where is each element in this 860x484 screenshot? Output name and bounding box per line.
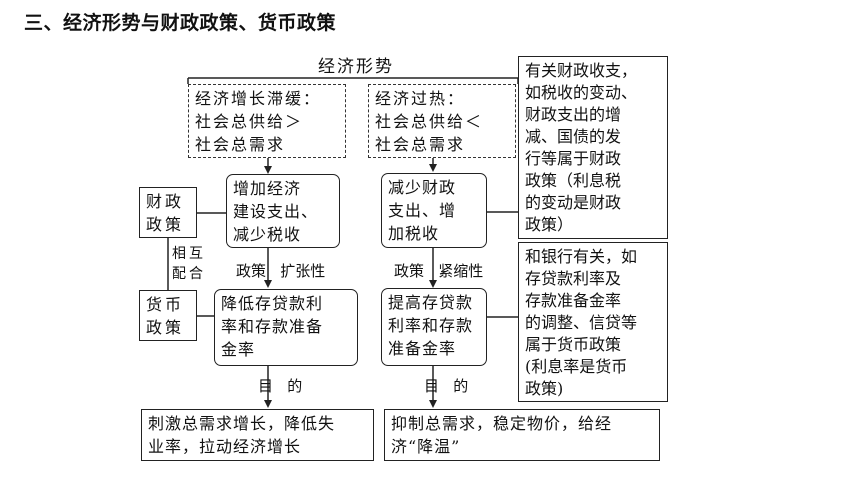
right-goal-line-2: 济“降温”: [391, 437, 461, 456]
monetary-note-line-6: (利息率是货币: [525, 357, 628, 376]
right-monetary-action-line-2: 利率和存款: [388, 316, 474, 335]
right-situation-line-1: 经济过热：: [375, 89, 466, 108]
monetary-note-line-5: 属于货币政策: [525, 335, 622, 354]
monetary-policy-label-box: 货币 政策: [139, 290, 197, 341]
right-policy-type: 政策 紧缩性: [394, 262, 484, 280]
right-fiscal-action-line-2: 支出、增: [388, 201, 457, 220]
cooperate-line-1: 相互: [172, 246, 206, 262]
monetary-note-line-1: 和银行有关，如: [525, 247, 638, 266]
left-situation-line-2: 社会总供给＞: [195, 112, 304, 131]
left-goal-box: 刺激总需求增长，降低失 业率，拉动经济增长: [141, 409, 374, 461]
right-fiscal-action-box: 减少财政 支出、增 加税收: [381, 173, 487, 248]
diagram-heading: 经济形势: [318, 57, 394, 77]
left-goal-line-1: 刺激总需求增长，降低失: [148, 414, 336, 433]
left-arrow-2-head: [264, 280, 272, 288]
monetary-label-line-1: 货币: [146, 295, 185, 314]
cooperate-line-2: 配合: [172, 266, 206, 282]
left-arrow-3-head: [264, 400, 272, 408]
fiscal-label-line-1: 财政: [146, 192, 185, 211]
left-fiscal-action-line-3: 减少税收: [233, 225, 302, 244]
monetary-policy-note: 和银行有关，如 存贷款利率及 存款准备金率 的调整、信贷等 属于货币政策 (利息…: [518, 242, 668, 402]
right-monetary-action-line-3: 准备金率: [388, 339, 457, 358]
fiscal-note-line-4: 减、国债的发: [525, 127, 622, 146]
right-goal-box: 抑制总需求，稳定物价，给经 济“降温”: [384, 409, 660, 461]
left-policy-type: 政策 扩张性: [236, 262, 326, 280]
left-monetary-action-box: 降低存贷款利 率和存款准备 金率: [214, 289, 358, 366]
right-situation-line-3: 社会总需求: [375, 135, 466, 154]
left-goal-line-2: 业率，拉动经济增长: [148, 437, 302, 456]
left-situation-line-3: 社会总需求: [195, 135, 286, 154]
monetary-note-line-3: 存款准备金率: [525, 291, 622, 310]
fiscal-note-line-8: 政策）: [525, 215, 574, 234]
left-fiscal-action-line-1: 增加经济: [233, 179, 302, 198]
right-monetary-action-line-1: 提高存贷款: [388, 293, 474, 312]
fiscal-note-line-7: 的变动是财政: [525, 193, 622, 212]
fiscal-label-line-2: 政策: [146, 215, 185, 234]
right-arrow-3-head: [429, 400, 437, 408]
right-situation-box: 经济过热： 社会总供给＜ 社会总需求: [368, 84, 516, 158]
left-situation-line-1: 经济增长滞缓：: [195, 89, 322, 108]
left-monetary-action-line-1: 降低存贷款利: [221, 294, 324, 313]
fiscal-note-line-5: 行等属于财政: [525, 149, 622, 168]
right-purpose-label: 目 的: [424, 377, 469, 395]
fiscal-policy-note: 有关财政收支， 如税收的变动、 财政支出的增 减、国债的发 行等属于财政 政策（…: [518, 56, 668, 239]
fiscal-note-line-6: 政策（利息税: [525, 171, 622, 190]
monetary-note-line-4: 的调整、信贷等: [525, 313, 638, 332]
left-monetary-action-line-3: 金率: [221, 340, 256, 359]
monetary-note-line-7: 政策): [525, 379, 564, 398]
right-arrow-2-head: [429, 280, 437, 288]
left-monetary-action-line-2: 率和存款准备: [221, 317, 324, 336]
right-fiscal-action-line-1: 减少财政: [388, 178, 457, 197]
right-goal-line-1: 抑制总需求，稳定物价，给经: [391, 414, 613, 433]
left-purpose-label: 目 的: [258, 377, 303, 395]
right-fiscal-action-line-3: 加税收: [388, 224, 440, 243]
fiscal-note-line-2: 如税收的变动、: [525, 83, 638, 102]
right-situation-line-2: 社会总供给＜: [375, 112, 484, 131]
monetary-note-line-2: 存贷款利率及: [525, 269, 622, 288]
slide-title: 三、经济形势与财政政策、货币政策: [24, 12, 337, 34]
right-monetary-action-box: 提高存贷款 利率和存款 准备金率: [381, 288, 487, 366]
monetary-label-line-2: 政策: [146, 318, 185, 337]
fiscal-note-line-1: 有关财政收支，: [525, 61, 638, 80]
left-fiscal-action-box: 增加经济 建设支出、 减少税收: [226, 174, 340, 248]
left-fiscal-action-line-2: 建设支出、: [233, 202, 319, 221]
fiscal-note-line-3: 财政支出的增: [525, 105, 622, 124]
left-situation-box: 经济增长滞缓： 社会总供给＞ 社会总需求: [188, 84, 346, 158]
left-arrow-1-head: [264, 166, 272, 174]
fiscal-policy-label-box: 财政 政策: [139, 187, 197, 238]
cooperate-label: 相互 配合: [172, 244, 206, 284]
right-arrow-1-head: [429, 164, 437, 172]
